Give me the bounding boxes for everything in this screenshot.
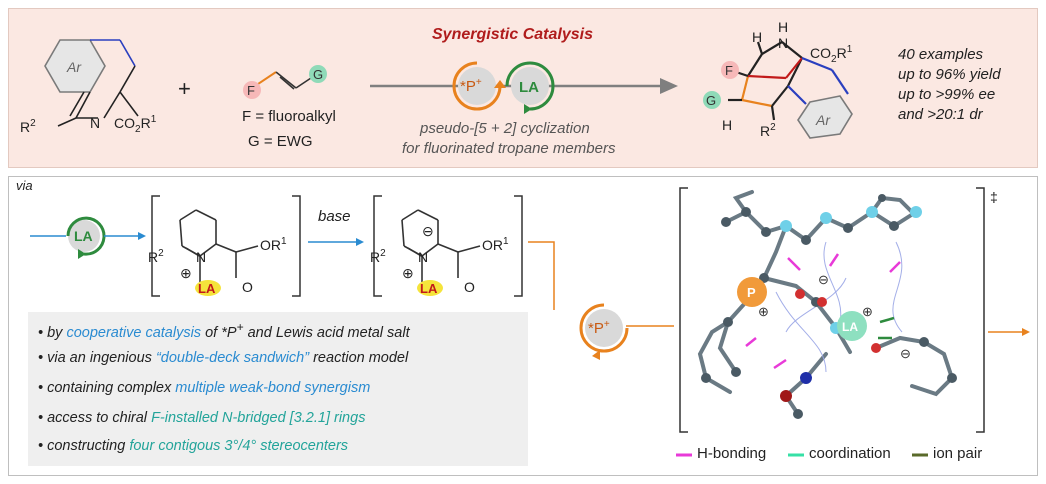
- catalyst-la: LA: [519, 79, 539, 96]
- int2-or: OR: [482, 237, 503, 253]
- product-ar: Ar: [815, 112, 831, 128]
- g-definition: G = EWG: [248, 133, 313, 150]
- reactant2-g: G: [313, 67, 323, 82]
- legend-ionpair: ion pair: [933, 445, 983, 462]
- f-atom-icon: [243, 81, 261, 99]
- mechanism-scheme: LA N R2 OR1 ⊕ LA O ⊖ N R2 OR1 ⊕ LA O: [30, 195, 555, 310]
- catalyst-p: *P: [460, 78, 476, 95]
- catalyst-p-sup: +: [476, 77, 482, 88]
- int2-or-sup: 1: [503, 236, 509, 247]
- ts-plus-1: ⊕: [758, 304, 769, 319]
- bottom-catalyst-p: *P: [588, 320, 604, 337]
- reactant1-r2-sup: 2: [30, 118, 36, 129]
- reactant2-structure: F G: [243, 65, 327, 99]
- int2-la: LA: [420, 281, 438, 296]
- stat-ee: up to >99% ee: [898, 86, 996, 103]
- product-h1: H: [752, 29, 762, 45]
- reaction-subtitle-2: for fluorinated tropane members: [402, 140, 616, 157]
- stat-examples: 40 examples: [898, 46, 984, 63]
- ts-minus-1: ⊖: [818, 272, 829, 287]
- product-h2: H: [778, 19, 788, 35]
- ts-la: LA: [842, 320, 858, 334]
- int2-n: N: [418, 249, 428, 265]
- feature-bullets: • by cooperative catalysis of *P+ and Le…: [28, 312, 528, 466]
- transition-state-model: ‡ P ⊕ ⊖ ⊕ LA ⊖: [679, 187, 1030, 433]
- ts-plus-2: ⊕: [862, 304, 873, 319]
- int1-o: O: [242, 279, 253, 295]
- ts-minus-2: ⊖: [900, 346, 911, 361]
- synergistic-catalysis-title: Synergistic Catalysis: [432, 26, 593, 43]
- reactant1-r1-sup: 1: [151, 114, 157, 125]
- svg-text:CO2R1: CO2R1: [114, 114, 157, 135]
- ts-dagger: ‡: [990, 189, 998, 205]
- product-h3: H: [722, 117, 732, 133]
- svg-text:OR1: OR1: [482, 236, 509, 253]
- svg-text:R2: R2: [148, 248, 164, 265]
- svg-text:R2: R2: [370, 248, 386, 265]
- svg-text:R2: R2: [760, 122, 776, 139]
- reaction-subtitle-1: pseudo-[5 + 2] cyclization: [420, 120, 590, 137]
- product-co-sub: 2: [831, 54, 837, 65]
- product-co: CO: [810, 45, 831, 61]
- reactant2-f: F: [247, 83, 255, 98]
- legend-coordination: coordination: [809, 445, 891, 462]
- svg-text:*P+: *P+: [460, 77, 482, 95]
- la-catalyst-label: LA: [74, 228, 93, 244]
- product-r2-sup: 2: [770, 122, 776, 133]
- reactant1-co-sub: 2: [135, 124, 141, 135]
- bullet-5: • constructing four contigous 3°/4° ster…: [38, 438, 349, 454]
- base-label: base: [318, 208, 351, 225]
- f-definition: F = fluoroalkyl: [242, 108, 336, 125]
- reactant1-r1: R: [141, 115, 151, 131]
- product-g: G: [706, 93, 716, 108]
- product-r1-sup: 1: [847, 44, 853, 55]
- ts-p-atom-icon: [737, 277, 767, 307]
- g-group-icon: [309, 65, 327, 83]
- bullet-4: • access to chiral F-installed N-bridged…: [38, 410, 366, 426]
- bottom-catalyst-p-sup: +: [604, 319, 610, 330]
- product-structure: F G H H N CO2R1 H R2 Ar: [703, 19, 853, 139]
- int1-n: N: [196, 249, 206, 265]
- product-f: F: [725, 63, 733, 78]
- ts-la-icon: [837, 311, 867, 341]
- int2-r2-sup: 2: [380, 248, 386, 259]
- product-g-icon: [703, 91, 721, 109]
- reactant1-r2: R: [20, 119, 30, 135]
- int1-r2: R: [148, 249, 158, 265]
- product-n: N: [778, 35, 788, 51]
- svg-text:CO2R1: CO2R1: [810, 44, 853, 65]
- catalysis-arrow: *P+ LA: [370, 61, 678, 114]
- bullet-2: • via an ingenious “double-deck sandwich…: [38, 350, 409, 366]
- int1-or: OR: [260, 237, 281, 253]
- ts-p: P: [747, 285, 756, 300]
- int2-minus: ⊖: [422, 223, 434, 239]
- reactant1-n: N: [90, 115, 100, 131]
- svg-text:*P+: *P+: [588, 319, 610, 337]
- p-catalyst-cycle: *P+: [579, 303, 674, 360]
- legend-hbond: H-bonding: [697, 445, 767, 462]
- product-r1: R: [837, 45, 847, 61]
- int1-or-sup: 1: [281, 236, 287, 247]
- stat-yield: up to 96% yield: [898, 66, 1001, 83]
- int2-r2: R: [370, 249, 380, 265]
- via-label: via: [16, 178, 33, 193]
- int1-r2-sup: 2: [158, 248, 164, 259]
- bullet-1: • by cooperative catalysis of *P+ and Le…: [38, 320, 410, 341]
- plus-sign: +: [178, 76, 191, 101]
- stat-dr: and >20:1 dr: [898, 106, 983, 123]
- svg-text:OR1: OR1: [260, 236, 287, 253]
- reactant1-co: CO: [114, 115, 135, 131]
- reactant1-ar: Ar: [66, 59, 82, 75]
- int1-la: LA: [198, 281, 216, 296]
- product-f-icon: [721, 61, 739, 79]
- legend: [676, 453, 928, 457]
- svg-text:R2: R2: [20, 118, 36, 135]
- reactant1-structure: Ar R2 N CO2R1: [20, 39, 157, 135]
- product-r2: R: [760, 123, 770, 139]
- bullet-3: • containing complex multiple weak-bond …: [38, 380, 371, 396]
- int2-plus: ⊕: [402, 265, 414, 281]
- int2-o: O: [464, 279, 475, 295]
- int1-plus: ⊕: [180, 265, 192, 281]
